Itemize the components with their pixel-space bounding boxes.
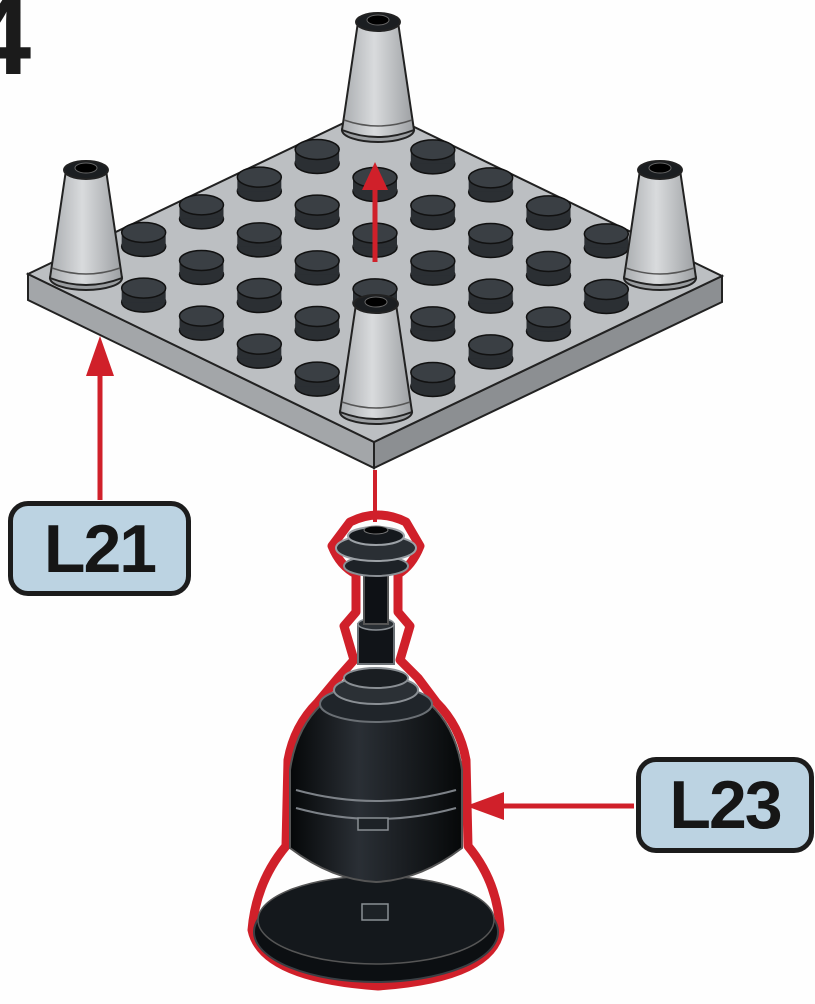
plate-stud [411, 196, 455, 230]
plate-stud [584, 280, 628, 314]
lego-cone [624, 161, 696, 290]
plate-stud [295, 362, 339, 396]
lego-cone [50, 161, 122, 290]
turntable-base [252, 515, 500, 986]
plate-stud [295, 195, 339, 229]
plate-stud [180, 195, 224, 229]
plate-stud [237, 223, 281, 257]
plate-stud [527, 307, 571, 341]
plate-stud [122, 278, 166, 312]
plate-stud [584, 224, 628, 258]
plate-stud [411, 251, 455, 285]
part-label-l23: L23 [636, 757, 814, 853]
plate-stud [237, 279, 281, 313]
plate-stud [469, 168, 513, 202]
plate-stud [295, 140, 339, 174]
plate-stud [180, 251, 224, 285]
plate-stud [295, 251, 339, 285]
arrow-to-plate-edge [86, 336, 114, 500]
lego-cone [342, 13, 414, 142]
plate-stud [411, 140, 455, 174]
arrow-to-base [466, 792, 634, 820]
plate-stud [237, 334, 281, 368]
plate-stud [469, 335, 513, 369]
plate-stud [411, 307, 455, 341]
plate-stud [180, 306, 224, 340]
plate-stud [469, 224, 513, 258]
plate-stud [527, 196, 571, 230]
plate-stud [527, 252, 571, 286]
plate-stud [469, 279, 513, 313]
plate-stud [295, 307, 339, 341]
plate-stud [411, 363, 455, 397]
plate-stud [122, 223, 166, 257]
part-label-l21: L21 [8, 501, 191, 596]
plate-stud [237, 167, 281, 201]
